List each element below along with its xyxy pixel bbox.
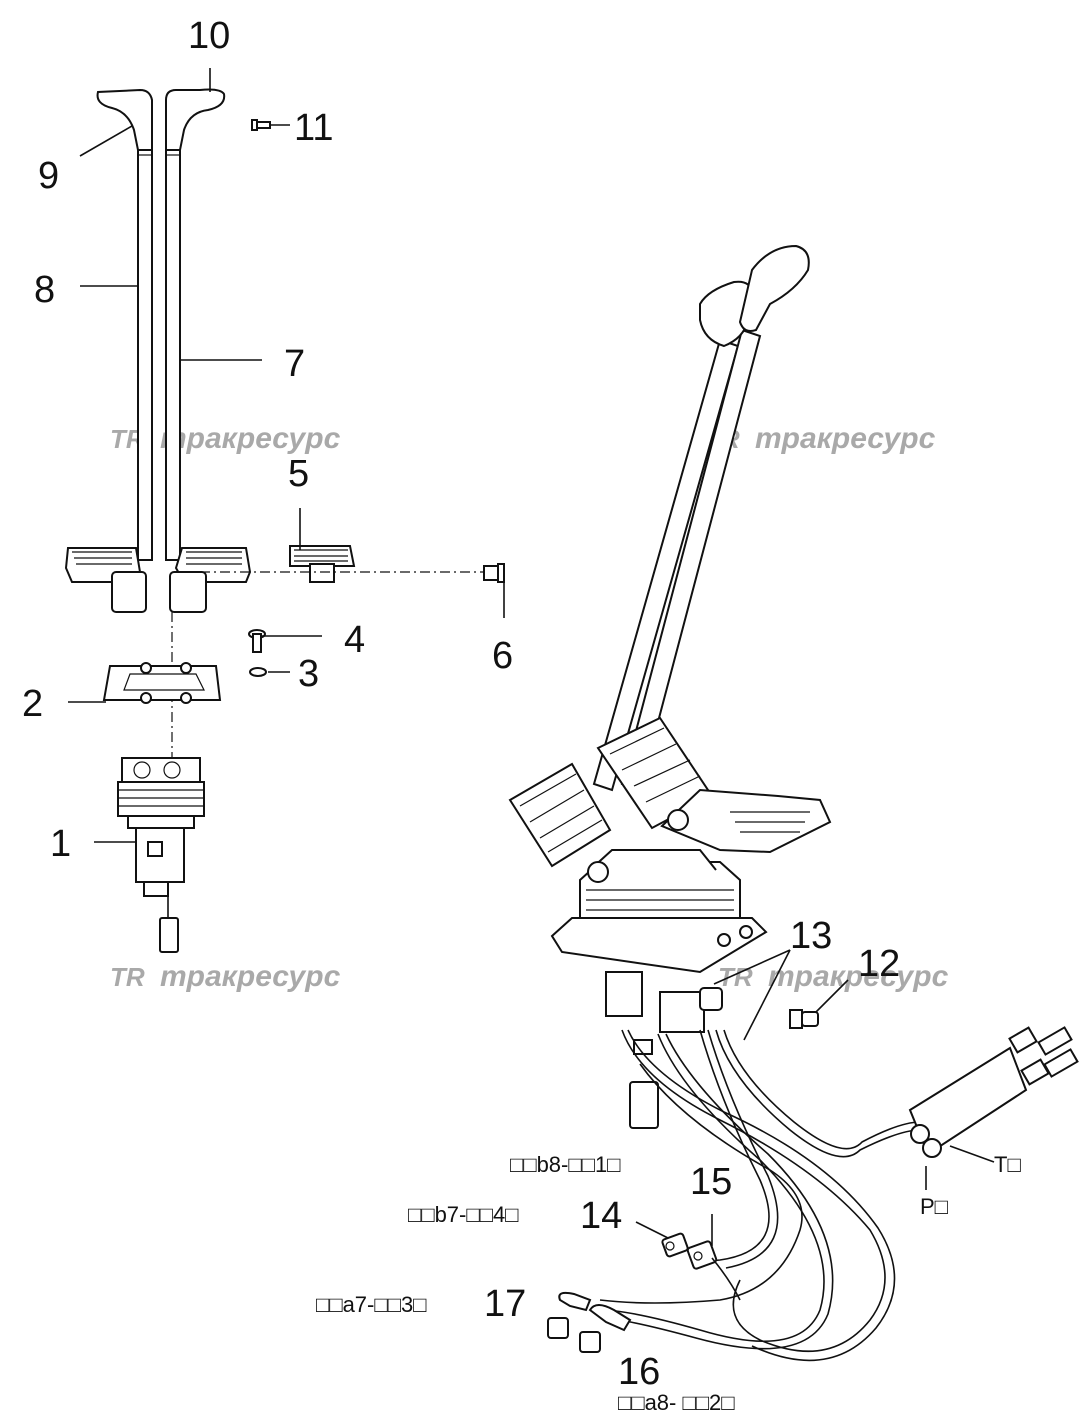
washer-3	[249, 667, 267, 677]
callout-17: 17	[484, 1283, 526, 1325]
port-label-a8: □□a8- □□2□	[618, 1390, 735, 1415]
callout-9: 9	[38, 155, 59, 197]
callout-11: 11	[294, 107, 333, 149]
assembled-levers	[592, 244, 810, 792]
bolt-4	[248, 629, 266, 653]
watermark-logo: TR	[110, 962, 145, 992]
callout-13: 13	[790, 915, 832, 957]
callout-15: 15	[690, 1161, 732, 1203]
callout-10: 10	[188, 15, 230, 57]
fitting-15	[686, 1240, 741, 1301]
watermark-text: тракресурс	[160, 960, 341, 993]
callout-2: 2	[22, 683, 43, 725]
left-lever-rod	[137, 149, 153, 561]
callout-3: 3	[298, 653, 319, 695]
callout-12: 12	[858, 943, 900, 985]
port-label-b7: □□b7-□□4□	[408, 1202, 518, 1227]
callout-6: 6	[492, 635, 513, 677]
fitting-17	[547, 1291, 592, 1339]
assembled-pedal-arm	[660, 788, 832, 854]
left-pedal	[64, 547, 147, 613]
pilot-valve	[117, 757, 205, 953]
callout-14: 14	[580, 1195, 622, 1237]
watermark-top-left: TR тракресурс	[110, 422, 341, 455]
leader-lines	[68, 68, 995, 1246]
callout-5: 5	[288, 453, 309, 495]
watermark-bottom-left: TR тракресурс	[110, 960, 341, 993]
fitting-16	[579, 1304, 632, 1353]
assembled-left-pedal	[508, 762, 612, 868]
mounting-plate	[102, 662, 222, 704]
left-lever-grip	[96, 88, 153, 151]
right-lever-rod	[165, 149, 181, 561]
assembled-valve-housing	[550, 849, 768, 1129]
watermark-text: тракресурс	[768, 960, 949, 993]
watermark-text: тракресурс	[755, 422, 936, 455]
watermark-bottom-right: TR тракресурс	[718, 960, 949, 993]
hose-manifold	[908, 1026, 1079, 1158]
port-label-t: T□	[994, 1152, 1021, 1177]
port-label-a7: □□a7-□□3□	[316, 1292, 426, 1317]
fitting-12	[789, 1009, 819, 1029]
callout-8: 8	[34, 269, 55, 311]
port-label-p: P□	[920, 1194, 948, 1219]
callout-7: 7	[284, 343, 305, 385]
watermark-top-right: TR тракресурс	[705, 422, 936, 455]
port-label-b8: □□b8-□□1□	[510, 1152, 620, 1177]
watermark-text: тракресурс	[160, 422, 341, 455]
screw-6	[483, 563, 505, 583]
fitting-14	[661, 1232, 689, 1258]
screw-11	[251, 119, 271, 131]
callout-16: 16	[618, 1351, 660, 1393]
right-pedal	[169, 547, 252, 613]
callout-4: 4	[344, 619, 365, 661]
callout-1: 1	[50, 823, 71, 865]
pedal-pad	[289, 545, 356, 583]
hydraulic-hoses	[599, 1029, 921, 1362]
right-lever-grip	[165, 88, 226, 151]
watermark-logo: TR	[718, 962, 753, 992]
